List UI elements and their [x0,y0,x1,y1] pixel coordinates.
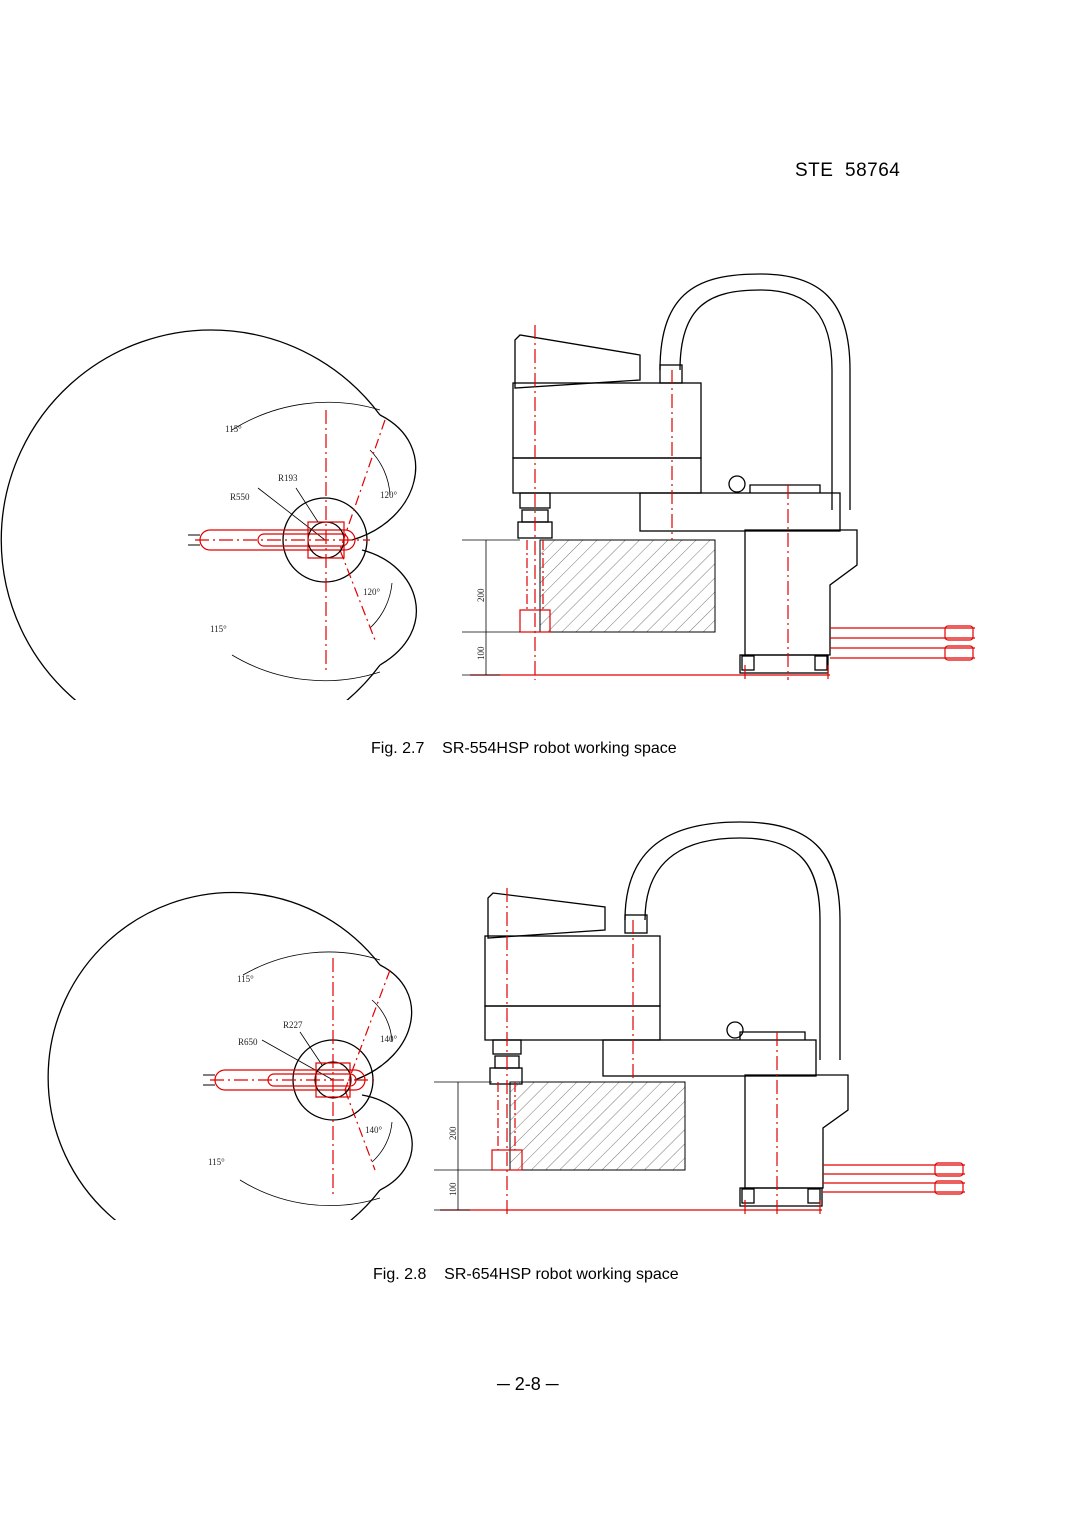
angle-top-label: 115° [225,424,242,434]
upper-lobe-arc [354,964,413,1081]
figure-2-7-drawing: 115° 115° 120° 120° R193 R550 [0,273,975,700]
angle-right-top-label: 120° [380,490,398,500]
angle-right-bottom-label: 140° [365,1125,383,1135]
figure-2-8-drawing: 115° 115° 140° 140° R227 R650 [47,821,965,1220]
outer-envelope-arc [47,891,381,1220]
lower-lobe-arc [361,1094,413,1191]
lower-lobe-arc [361,549,417,666]
angle-top-label: 115° [237,974,254,984]
upper-lobe-arc [351,414,417,541]
work-area-hatch [539,539,716,633]
dim-base-label: 100 [448,1182,458,1196]
figure-caption-2-7: Fig. 2.7 SR-554HSP robot working space [371,740,677,757]
figure-caption-2-8: Fig. 2.8 SR-654HSP robot working space [373,1266,679,1283]
radius-inner-label: R227 [283,1020,303,1030]
outer-envelope-arc [0,329,381,700]
dim-arc-right-top [369,449,391,496]
cable-arch-inner [679,289,833,510]
dim-arc-right-bottom [369,582,393,629]
dim-arc-top [231,401,381,431]
page-number: ─ 2-8 ─ [497,1374,559,1394]
top-view-red [195,410,386,670]
dim-arc-bottom [231,654,381,682]
angle-right-bottom-label: 120° [363,587,381,597]
cable-arch-outer [659,273,851,510]
upper-arm-lower [512,457,702,494]
top-view [47,891,413,1220]
head-cover [514,334,641,389]
radius-outer-label: R550 [230,492,250,502]
upper-arm [512,382,702,459]
forearm [639,492,841,532]
arm-link-outline [199,529,356,551]
robot-base [744,529,858,656]
angle-right-top-label: 140° [380,1034,398,1044]
side-view [512,273,858,674]
radius-outer-label: R650 [238,1037,258,1047]
dim-base-label: 100 [476,646,486,660]
document-id: STE 58764 [795,160,901,181]
top-view [0,329,417,700]
dim-stroke-label: 200 [476,588,486,602]
angle-bottom-label: 115° [210,624,227,634]
radius-inner-label: R193 [278,473,298,483]
dim-stroke-label: 200 [448,1126,458,1140]
angle-bottom-label: 115° [208,1157,225,1167]
